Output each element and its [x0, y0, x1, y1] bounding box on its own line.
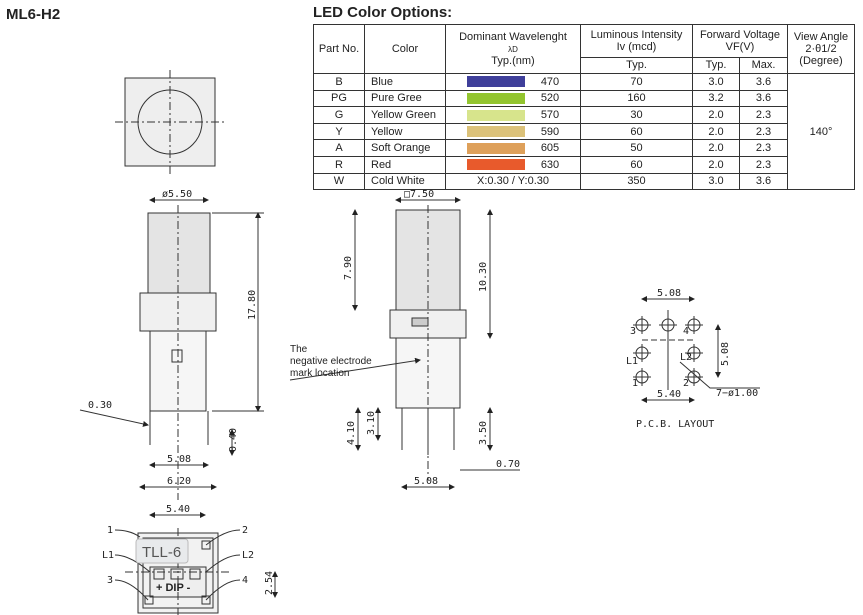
dim-side-height: 17.80 — [247, 290, 258, 320]
dim-bottom-pitch: 2.54 — [264, 571, 275, 595]
dim-total-height: 10.30 — [478, 262, 489, 292]
dim-bottom-width: 5.40 — [166, 504, 190, 515]
wavelength: 590 — [540, 125, 560, 138]
wavelength-cell: X:0.30 / Y:0.30 — [445, 172, 581, 191]
dim-side-dia: ø5.50 — [162, 189, 192, 200]
pcb-dim-top: 5.08 — [657, 288, 681, 299]
wavelength: 470 — [540, 75, 560, 88]
table-title: LED Color Options: — [313, 4, 453, 21]
pcb-pin-4: 4 — [683, 326, 689, 337]
color-name: Cold White — [364, 172, 446, 191]
pcb-dim-bottom: 5.40 — [657, 389, 681, 400]
pcb-pin-2: 2 — [683, 378, 689, 389]
pcb-pin-3: 3 — [630, 326, 636, 337]
dim-pin2: 3.10 — [366, 411, 377, 435]
part-no: W — [313, 172, 365, 191]
dim-pin-width: 0.30 — [88, 400, 112, 411]
top-view — [115, 70, 225, 175]
note-line1: The — [290, 344, 308, 355]
dip-label: + DIP - — [156, 582, 191, 594]
color-swatch — [466, 142, 525, 154]
wavelength-cell: 470 — [445, 73, 581, 91]
pcb-hole-spec: 7−ø1.00 — [716, 388, 758, 399]
wavelength: 630 — [540, 158, 560, 171]
pin-label-4: 4 — [242, 575, 248, 586]
pcb-dim-side: 5.08 — [720, 342, 731, 366]
pin-label-3: 3 — [107, 575, 113, 586]
header-color: Color — [364, 24, 446, 74]
dim-side-width: 6.20 — [167, 476, 191, 487]
dim-pin3: 3.50 — [478, 421, 489, 445]
pin-label-l2: L2 — [242, 550, 254, 561]
wavelength: 520 — [540, 92, 560, 105]
dim-pin-thickness: 0.40 — [228, 428, 239, 452]
pcb-pin-1: 1 — [632, 378, 638, 389]
dim-cap-height: 7.90 — [343, 256, 354, 280]
pcb-caption: P.C.B. LAYOUT — [636, 419, 714, 430]
dim-offset: 0.70 — [496, 459, 520, 470]
bottom-view — [114, 512, 278, 615]
pcb-pin-l1: L1 — [626, 356, 638, 367]
pcb-layout — [633, 296, 760, 403]
note-line2: negative electrode — [290, 356, 372, 367]
dim-pin1: 4.10 — [346, 421, 357, 445]
wavelength: 570 — [540, 108, 560, 121]
color-swatch — [466, 126, 525, 138]
header-fv-max: Max. — [739, 57, 788, 74]
dim-side-pitch: 5.08 — [167, 454, 191, 465]
pin-label-l1: L1 — [102, 550, 114, 561]
header-part: Part No. — [313, 24, 365, 74]
color-swatch — [466, 92, 525, 104]
front-view — [289, 197, 520, 490]
wavelength-cell: 520 — [445, 89, 581, 108]
header-fv-typ: Typ. — [692, 57, 740, 74]
pcb-pin-l2: L2 — [680, 352, 692, 363]
color-swatch — [466, 109, 525, 121]
pin-label-2: 2 — [242, 525, 248, 536]
dim-front-square: □7.50 — [404, 189, 434, 200]
fv-max: 3.6 — [739, 172, 788, 191]
dim-front-pitch: 5.08 — [414, 476, 438, 487]
side-view — [79, 197, 264, 500]
badge-tll6: TLL-6 — [142, 544, 181, 561]
chromaticity: X:0.30 / Y:0.30 — [477, 175, 549, 188]
model-title: ML6-H2 — [6, 6, 61, 23]
header-lum-typ: Typ. — [580, 57, 693, 74]
note-line3: mark location — [290, 368, 349, 379]
view-angle: 140° — [787, 72, 855, 191]
wavelength: 605 — [540, 142, 560, 155]
color-swatch — [466, 159, 525, 171]
color-swatch — [466, 76, 525, 88]
pin-label-1: 1 — [107, 525, 113, 536]
